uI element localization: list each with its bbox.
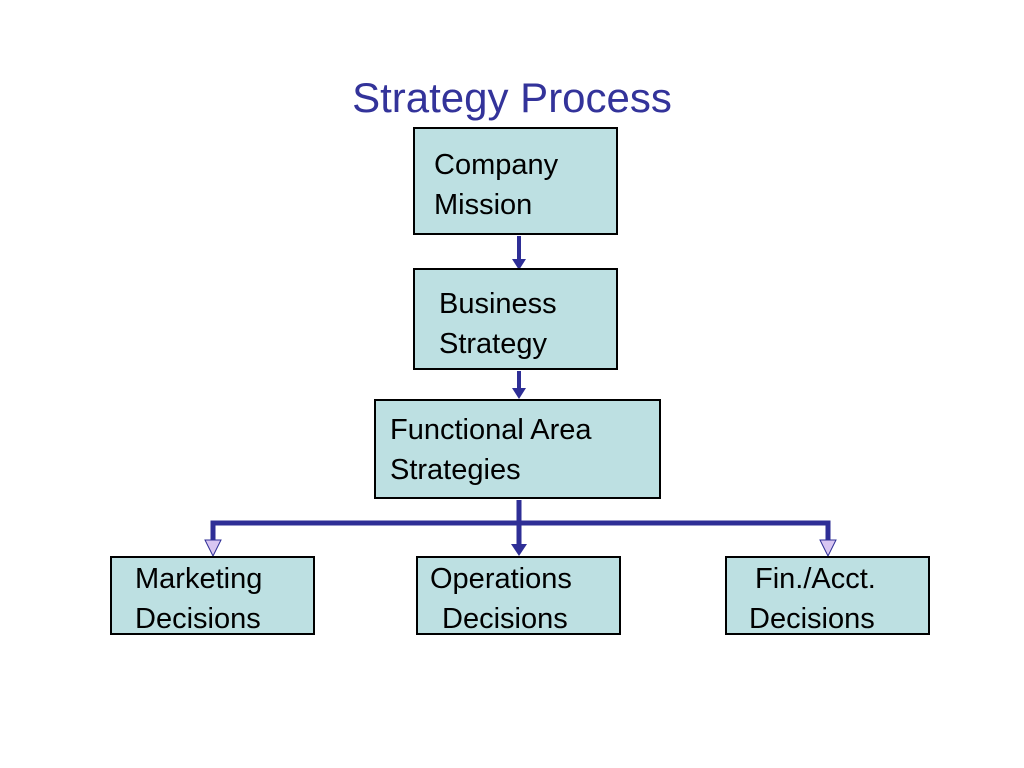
operations-line-1: Operations: [430, 563, 572, 595]
arrowhead-functional-to-operations: [511, 544, 527, 556]
operations-decisions-box: Operations Decisions: [416, 556, 621, 635]
finance-accounting-decisions-box: Fin./Acct. Decisions: [725, 556, 930, 635]
marketing-line-1: Marketing: [135, 563, 263, 595]
slide-title: Strategy Process: [352, 74, 672, 121]
arrowhead-mission-to-business: [512, 259, 526, 270]
company-mission-line-2: Mission: [434, 189, 533, 221]
arrowhead-functional-to-finance: [819, 539, 837, 558]
functional-area-line-2: Strategies: [390, 454, 521, 486]
functional-area-strategies-box: Functional Area Strategies: [374, 399, 661, 499]
business-strategy-line-1: Business: [439, 288, 557, 320]
arrowhead-business-to-functional: [512, 388, 526, 399]
company-mission-line-1: Company: [434, 149, 559, 181]
business-strategy-line-2: Strategy: [439, 328, 547, 360]
arrowhead-functional-to-marketing: [204, 539, 222, 558]
company-mission-box: Company Mission: [413, 127, 618, 235]
marketing-line-2: Decisions: [135, 603, 261, 635]
business-strategy-box: Business Strategy: [413, 268, 618, 370]
finance-line-2: Decisions: [749, 603, 875, 635]
finance-line-1: Fin./Acct.: [755, 563, 876, 595]
marketing-decisions-box: Marketing Decisions: [110, 556, 315, 635]
functional-area-line-1: Functional Area: [390, 414, 592, 446]
operations-line-2: Decisions: [442, 603, 568, 635]
